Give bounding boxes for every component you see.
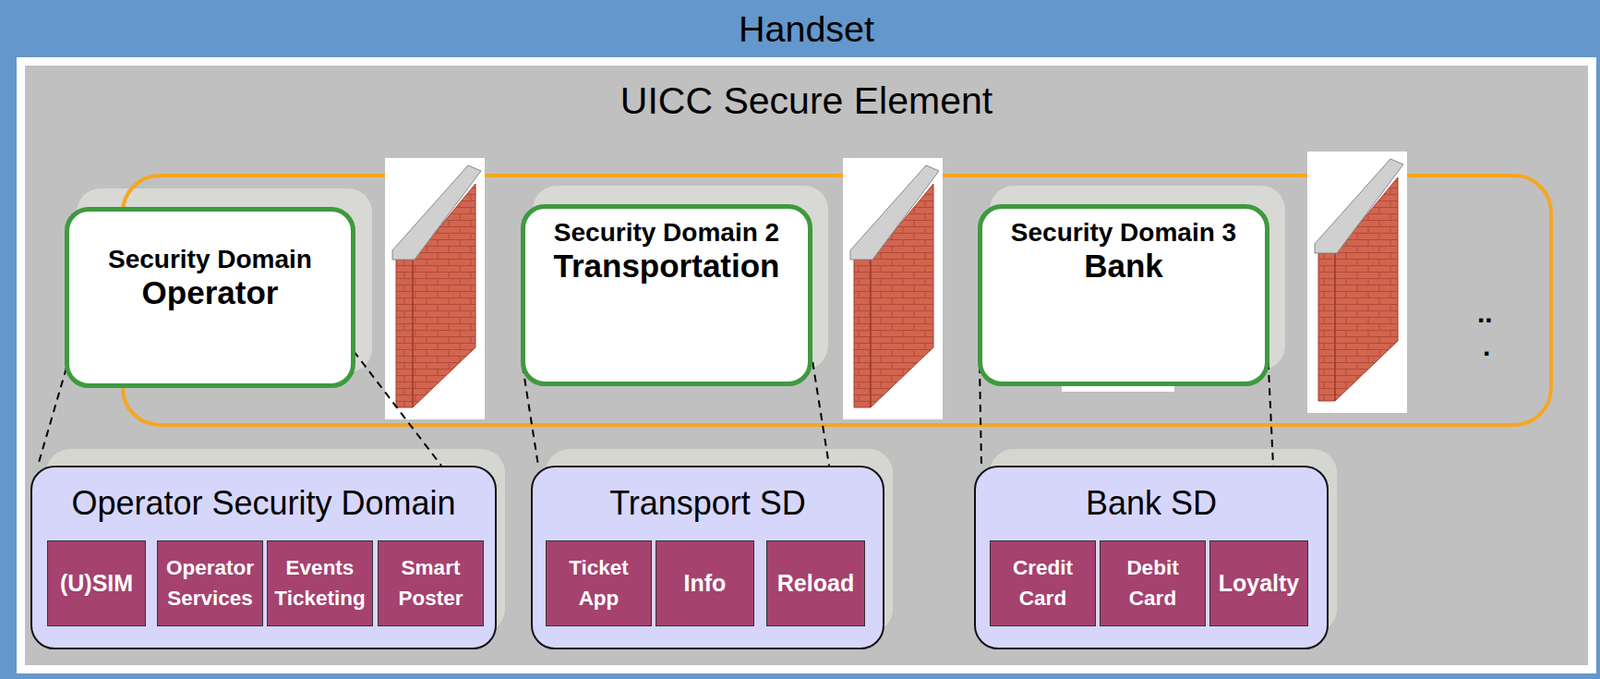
- app-label: Info: [684, 565, 727, 600]
- firewall-panel: [842, 157, 943, 420]
- firewall-panel: [384, 157, 485, 420]
- app-box: Debit Card: [1099, 540, 1206, 626]
- app-label: Reload: [777, 565, 855, 600]
- domain-heading: Security Domain: [108, 244, 313, 275]
- domain-heading: Security Domain 3: [1010, 217, 1237, 248]
- app-label: Ticket App: [548, 553, 650, 614]
- domain-name: Operator: [142, 274, 279, 312]
- app-box: Reload: [766, 540, 866, 626]
- ellipsis-label: ..: [1477, 297, 1493, 329]
- sd-box: Security Domain 2Transportation: [520, 204, 813, 386]
- sd-box: Security Domain 3Bank: [977, 204, 1270, 386]
- uicc-box: UICC Secure ElementSecurity DomainOperat…: [16, 57, 1597, 674]
- domain-name: Transportation: [553, 247, 780, 285]
- handset-title: Handset: [0, 0, 1600, 52]
- group-title: Bank SD: [975, 467, 1327, 523]
- app-box: Loyalty: [1209, 540, 1309, 626]
- element-title: UICC Secure Element: [16, 57, 1597, 123]
- group-box: Bank SD Credit CardDebit Card Loyalty: [974, 465, 1329, 650]
- app-box: Operator Services: [156, 540, 264, 626]
- sd-box: Security DomainOperator: [64, 206, 356, 388]
- app-box: Smart Poster: [377, 540, 484, 626]
- app-label: Operator Services: [159, 553, 261, 614]
- firewall-icon: [1314, 158, 1404, 401]
- app-box: Ticket App: [545, 540, 652, 626]
- group-box: Operator Security Domain (U)SIM Operator S…: [30, 465, 497, 650]
- app-label: Events Ticketing: [269, 553, 371, 614]
- group-title: Transport SD: [532, 467, 883, 523]
- firewall-icon: [850, 165, 939, 408]
- app-label: Smart Poster: [380, 553, 482, 614]
- firewall-icon: [392, 165, 482, 408]
- app-label: (U)SIM: [60, 565, 133, 600]
- app-label: Loyalty: [1218, 565, 1300, 600]
- app-label: Credit Card: [992, 553, 1094, 614]
- app-box: Credit Card: [989, 540, 1096, 626]
- domain-name: Bank: [1083, 247, 1164, 285]
- ellipsis-label: .: [1482, 330, 1491, 362]
- app-label: Debit Card: [1102, 553, 1204, 614]
- firewall-panel: [1307, 151, 1408, 413]
- app-box: (U)SIM: [47, 540, 146, 626]
- app-box: Events Ticketing: [266, 540, 373, 626]
- domain-heading: Security Domain 2: [553, 217, 780, 248]
- group-title: Operator Security Domain: [32, 467, 495, 523]
- app-box: Info: [655, 540, 755, 626]
- group-box: Transport SD Ticket App Info Reload: [530, 465, 885, 650]
